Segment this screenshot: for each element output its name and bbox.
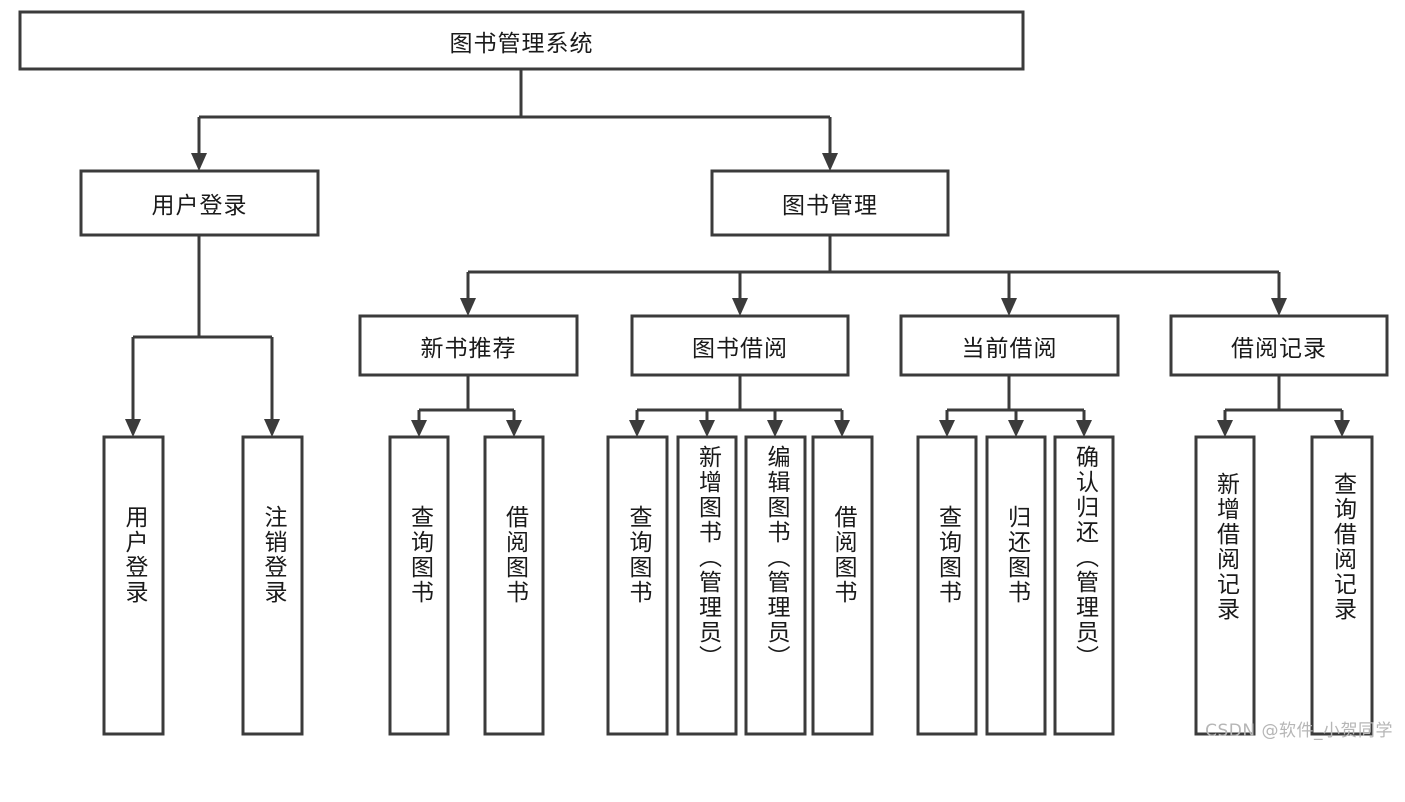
- node-box-leaf-query-book-3[interactable]: [916, 435, 978, 736]
- node-box-leaf-borrow-book-2[interactable]: [811, 435, 874, 736]
- node-box-current-borrow[interactable]: [899, 314, 1120, 377]
- arrow-to-current-borrow: [1001, 298, 1017, 316]
- arrow-leaf-confirm-return: [1076, 420, 1092, 437]
- arrow-to-user-login: [191, 153, 207, 171]
- node-box-leaf-add-book[interactable]: [676, 435, 738, 736]
- arrow-leaf-borrow-book-1: [506, 420, 522, 437]
- connectors-current-borrow-children: [939, 375, 1092, 437]
- arrow-leaf-logout: [264, 419, 280, 437]
- connectors-book-mgmt-children: [460, 235, 1287, 316]
- arrow-leaf-query-record: [1334, 420, 1350, 437]
- arrow-leaf-query-book-3: [939, 420, 955, 437]
- arrow-leaf-add-record: [1217, 420, 1233, 437]
- node-box-leaf-confirm-return[interactable]: [1053, 435, 1115, 736]
- node-box-leaf-return-book[interactable]: [985, 435, 1047, 736]
- node-box-book-management[interactable]: [710, 169, 950, 237]
- node-box-leaf-query-book-1[interactable]: [388, 435, 450, 736]
- arrow-to-borrow-record: [1271, 298, 1287, 316]
- arrow-leaf-query-book-1: [411, 420, 427, 437]
- node-box-book-borrow[interactable]: [630, 314, 850, 377]
- arrow-leaf-query-book-2: [629, 420, 645, 437]
- arrow-to-new-book-rec: [460, 298, 476, 316]
- diagram-canvas: [18, 10, 1389, 736]
- connectors-new-book-rec-children: [411, 375, 522, 437]
- node-box-leaf-logout[interactable]: [241, 435, 304, 736]
- node-box-borrow-record[interactable]: [1169, 314, 1389, 377]
- node-box-leaf-add-record[interactable]: [1194, 435, 1256, 736]
- connectors-book-borrow-children: [629, 375, 850, 437]
- arrow-leaf-add-book: [699, 420, 715, 437]
- node-box-leaf-user-login[interactable]: [102, 435, 165, 736]
- connectors-borrow-record-children: [1217, 375, 1350, 437]
- node-box-leaf-edit-book[interactable]: [744, 435, 807, 736]
- arrow-to-book-borrow: [732, 298, 748, 316]
- node-box-leaf-borrow-book-1[interactable]: [483, 435, 545, 736]
- node-box-user-login[interactable]: [79, 169, 320, 237]
- node-box-leaf-query-record[interactable]: [1310, 435, 1374, 736]
- arrow-leaf-user-login: [125, 419, 141, 437]
- arrow-leaf-borrow-book-2: [834, 420, 850, 437]
- connectors-root-to-level2: [191, 69, 838, 171]
- node-box-root[interactable]: [18, 10, 1025, 71]
- arrow-leaf-edit-book: [767, 420, 783, 437]
- arrow-leaf-return-book: [1008, 420, 1024, 437]
- node-box-new-book-recommend[interactable]: [358, 314, 579, 377]
- functional-structure-diagram: 图书管理系统 用户登录 图书管理 新书推荐 图书借阅 当前借阅 借阅记录 用户登…: [18, 10, 1393, 741]
- arrow-to-book-mgmt: [822, 153, 838, 171]
- node-box-leaf-query-book-2[interactable]: [606, 435, 669, 736]
- connectors-user-login-children: [125, 235, 280, 437]
